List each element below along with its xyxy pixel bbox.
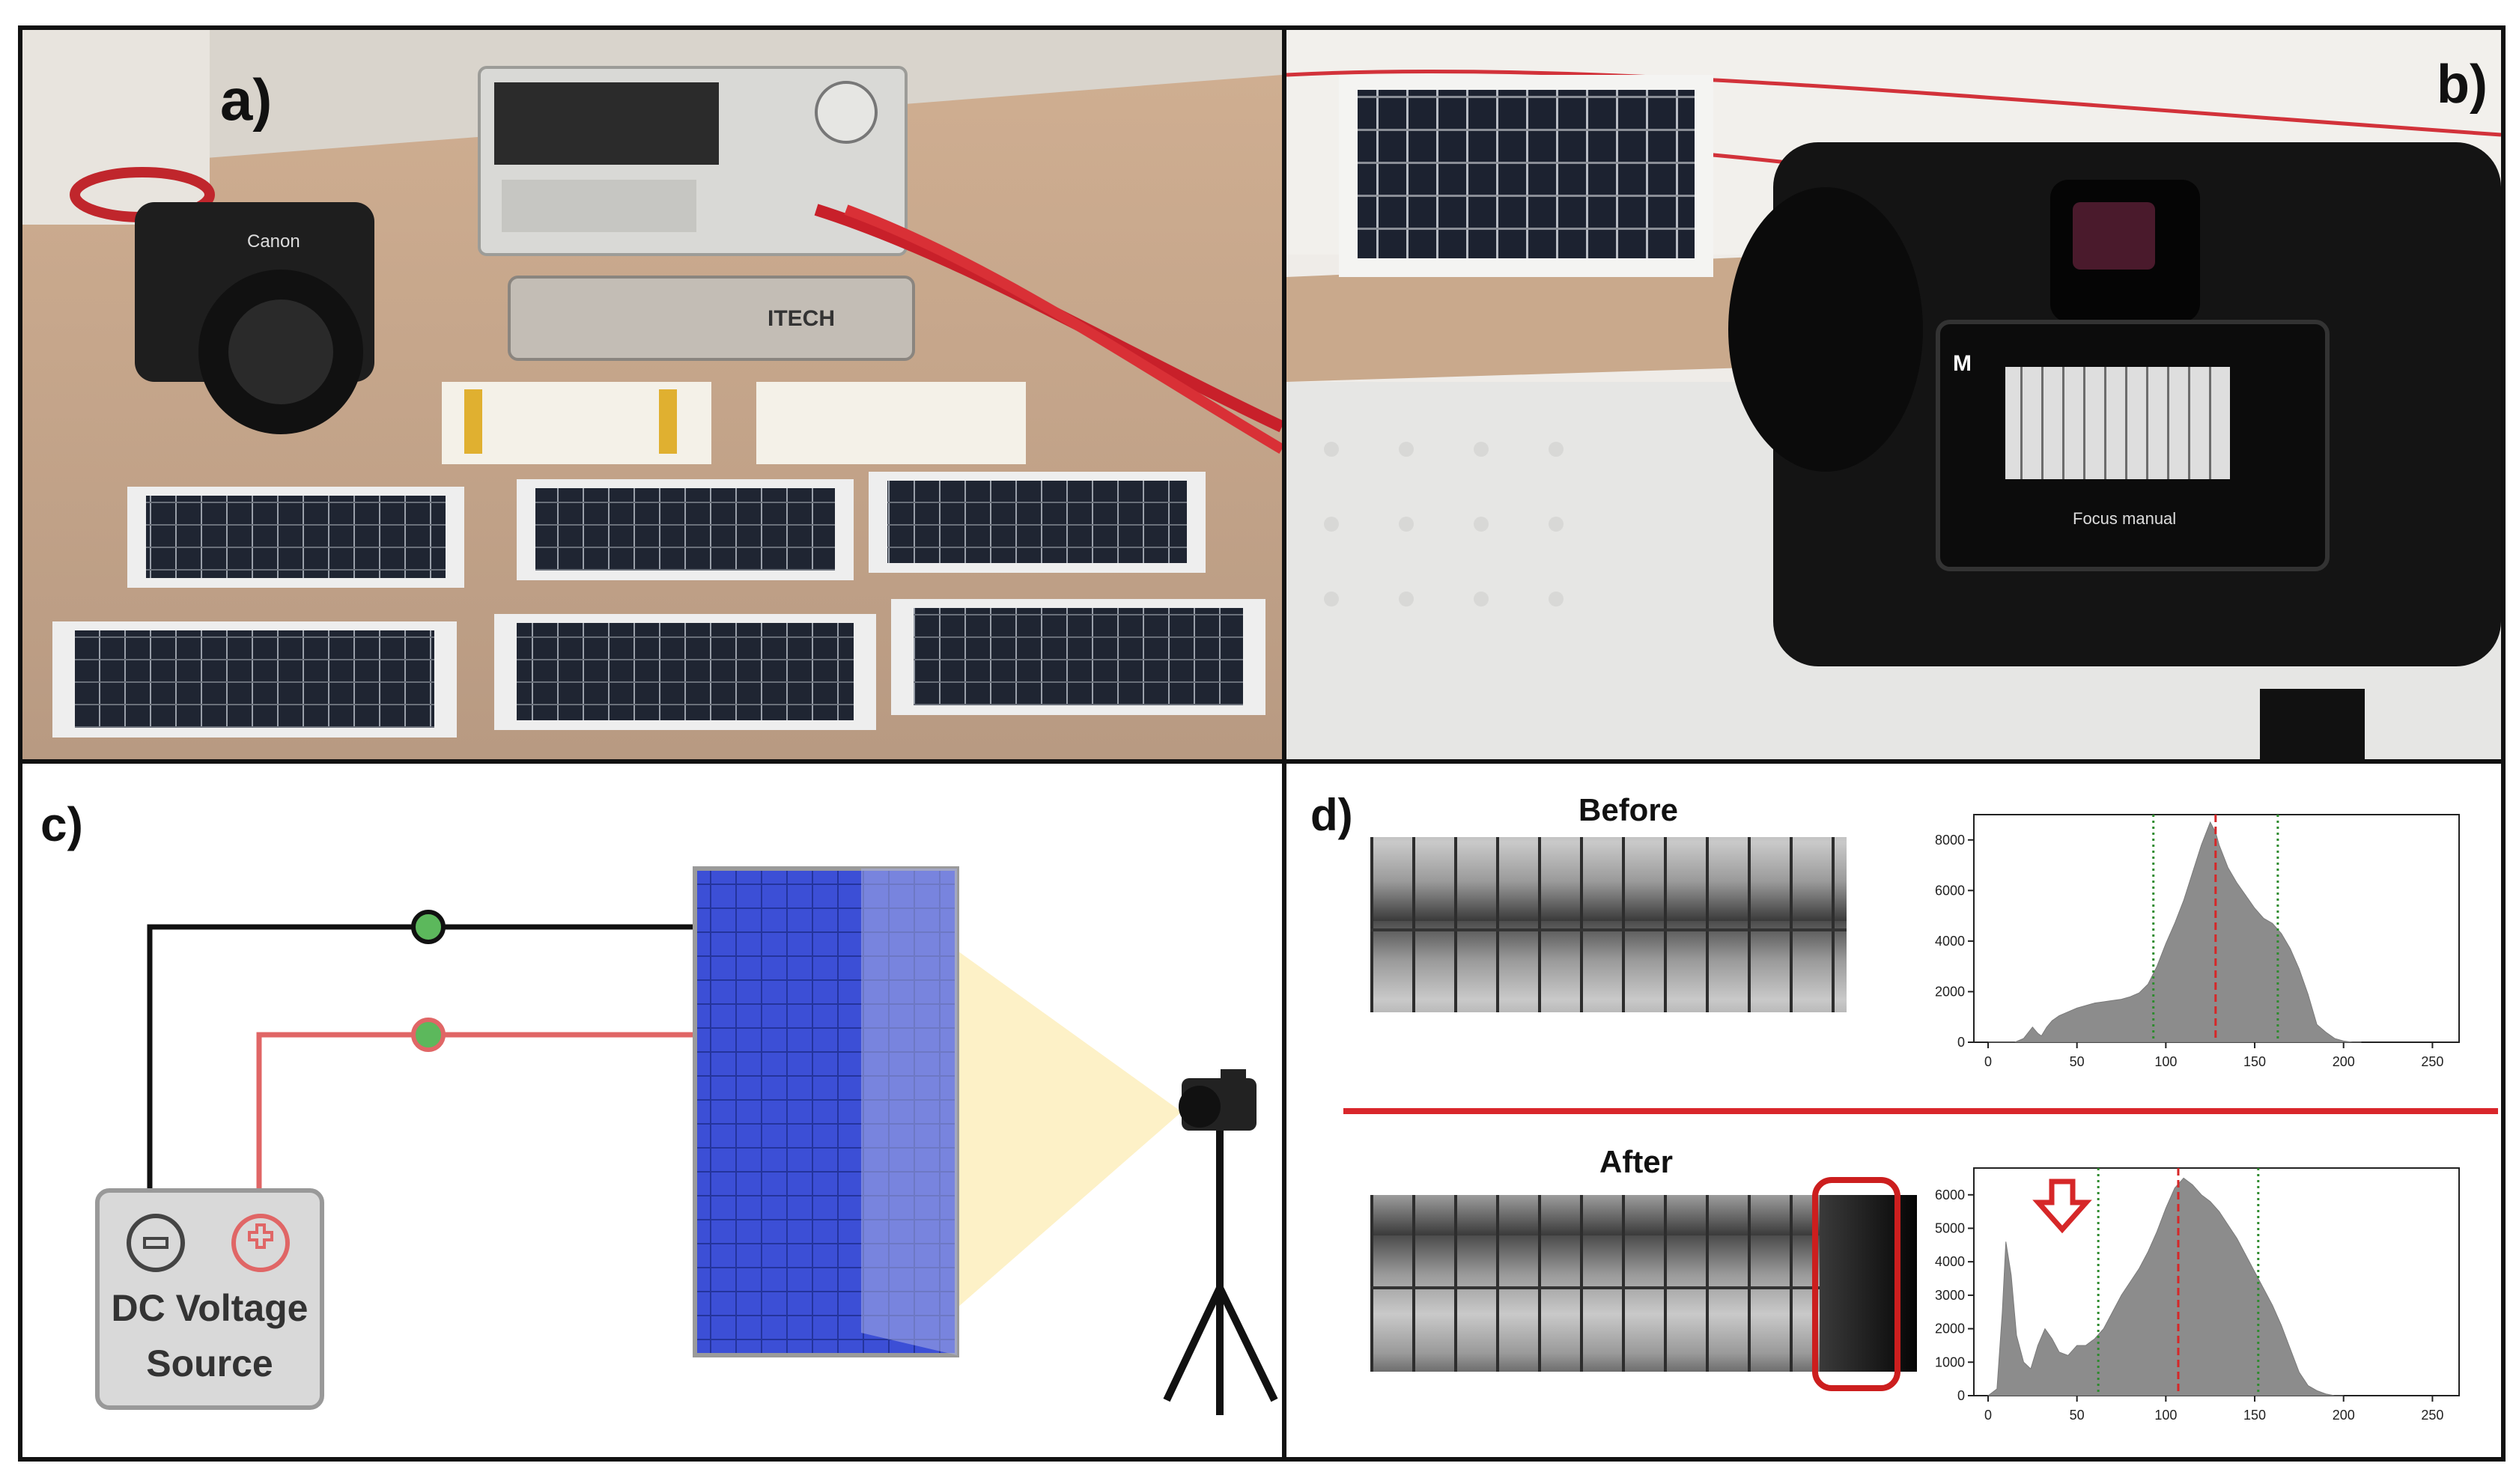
before-label: Before <box>1578 792 1679 827</box>
panel-d-label: d) <box>1310 790 1353 840</box>
y-tick-label: 2000 <box>1935 984 1965 999</box>
y-tick-label: 1000 <box>1935 1354 1965 1369</box>
photo-a-scene: ITECH Canon <box>22 30 1282 759</box>
diagram-c <box>95 866 1278 1415</box>
y-tick-label: 5000 <box>1935 1220 1965 1235</box>
terminal-positive <box>231 1214 290 1272</box>
y-tick-label: 0 <box>1957 1035 1965 1050</box>
x-tick-label: 250 <box>2421 1408 2443 1423</box>
solar-panels-a <box>52 472 1265 738</box>
el-image-after <box>1370 1195 1847 1372</box>
node-negative <box>411 910 446 944</box>
y-tick-label: 8000 <box>1935 833 1965 848</box>
power-supply-brand: ITECH <box>768 306 835 331</box>
wire-negative <box>147 924 695 1190</box>
panel-a-label: a) <box>220 67 273 133</box>
x-tick-label: 150 <box>2243 1054 2266 1069</box>
panel-b-label: b) <box>2437 55 2488 115</box>
wire-positive <box>256 1032 695 1190</box>
x-tick-label: 0 <box>1984 1408 1992 1423</box>
histogram-after: 0 50 100 150 200 250 0 1000 2000 3000 4000 5000 6000 <box>1935 1167 2460 1423</box>
histogram-area <box>1987 821 2362 1043</box>
light-cone <box>929 930 1182 1333</box>
y-tick-label: 6000 <box>1935 883 1965 898</box>
defect-highlight-box <box>1812 1177 1900 1391</box>
x-tick-label: 250 <box>2421 1054 2443 1069</box>
x-tick-label: 200 <box>2333 1054 2355 1069</box>
x-tick-label: 0 <box>1984 1054 1992 1069</box>
x-tick-label: 200 <box>2333 1408 2355 1423</box>
y-tick-label: 3000 <box>1935 1288 1965 1303</box>
y-tick-label: 2000 <box>1935 1322 1965 1336</box>
dc-source-line1: DC Voltage <box>111 1287 309 1329</box>
y-tick-label: 4000 <box>1935 934 1965 949</box>
y-tick-label: 4000 <box>1935 1254 1965 1269</box>
histogram-before: 0 50 100 150 200 250 0 2000 4000 6000 8000 <box>1935 814 2460 1069</box>
after-label: After <box>1599 1144 1674 1179</box>
camera-screen-status: Focus manual <box>2073 509 2176 528</box>
panel-c: c) DC Voltage Source <box>18 759 1286 1462</box>
x-tick-label: 50 <box>2070 1408 2085 1423</box>
x-tick-label: 50 <box>2070 1054 2085 1069</box>
x-tick-label: 100 <box>2154 1408 2177 1423</box>
y-tick-label: 6000 <box>1935 1187 1965 1202</box>
el-image-before <box>1370 837 1847 1012</box>
histogram-area <box>1987 1177 2344 1396</box>
terminal-negative <box>127 1214 185 1272</box>
x-tick-label: 150 <box>2243 1408 2266 1423</box>
camera-brand-text: Canon <box>247 231 300 252</box>
panel-b: M Focus manual b) <box>1282 25 2506 764</box>
node-positive <box>411 1018 446 1052</box>
camera-screen-mode: M <box>1953 351 1972 376</box>
peak-arrow-icon <box>2032 1179 2092 1234</box>
photo-b-scene: M Focus manual <box>1286 30 2501 759</box>
y-tick-label: 0 <box>1957 1388 1965 1403</box>
camera-tripod <box>1163 1069 1278 1415</box>
x-tick-label: 100 <box>2154 1054 2177 1069</box>
dc-source-line2: Source <box>146 1342 273 1384</box>
panel-a: ITECH Canon a) <box>18 25 1286 764</box>
panel-c-label: c) <box>40 797 83 851</box>
